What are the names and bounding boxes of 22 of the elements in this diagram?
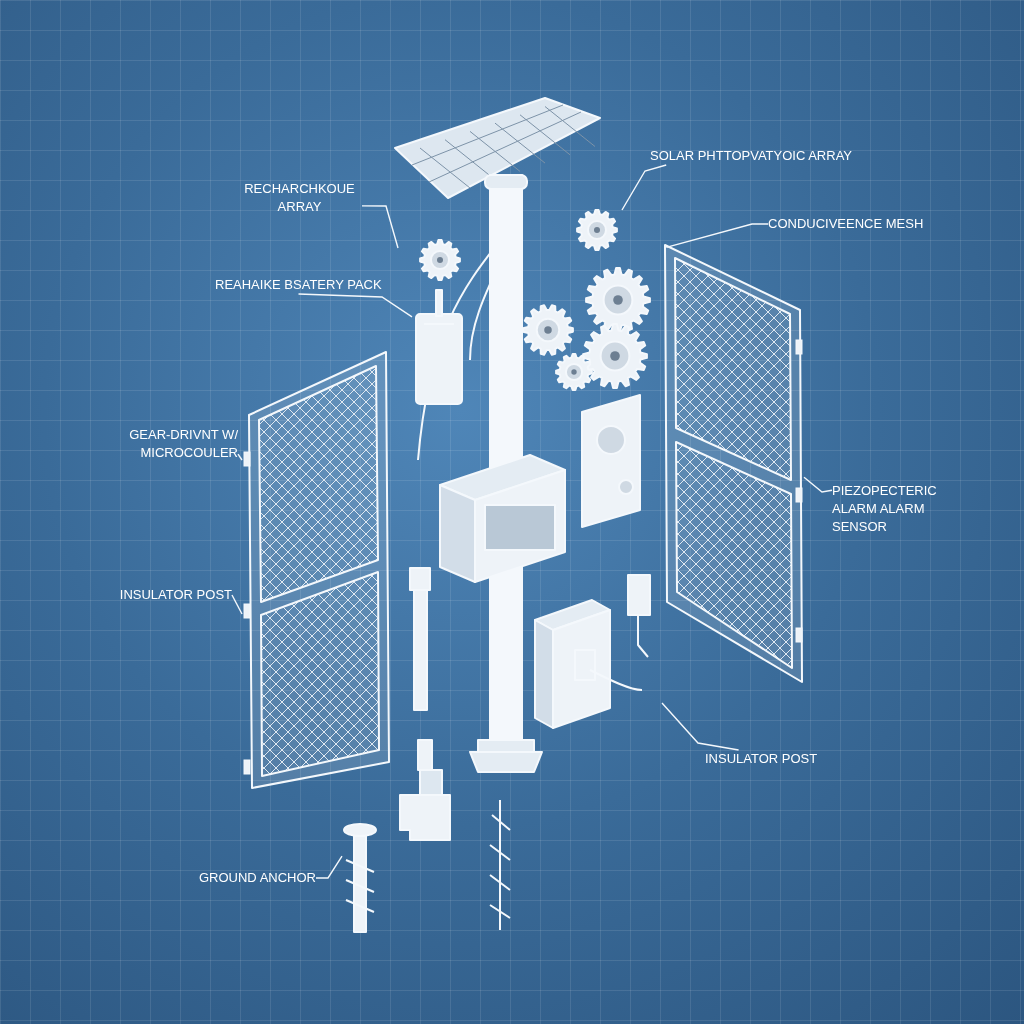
leader-line bbox=[803, 476, 833, 493]
fence-panel-drawing bbox=[242, 350, 392, 790]
ground-anchor-drawing bbox=[342, 822, 378, 936]
part-label: RECHARCHKOUE ARRAY bbox=[237, 180, 362, 217]
leader-line bbox=[621, 164, 667, 211]
part-label: SOLAR PHTTOPVATYOIC ARRAY bbox=[650, 147, 853, 166]
leader-line bbox=[315, 855, 343, 879]
part-label: CONDUCIVEENCE MESH bbox=[768, 215, 924, 234]
part-label: REAHAIKE BSATERY PACK bbox=[215, 276, 382, 295]
leader-line bbox=[231, 594, 243, 615]
fence-panel-drawing bbox=[662, 243, 804, 685]
part-label: INSULATOR POST bbox=[119, 586, 232, 605]
part-label: PIEZOPECTERIC ALARM ALARM SENSOR bbox=[832, 482, 954, 537]
part-label: GEAR-DRIVNT W/ MICROCOULER bbox=[98, 426, 238, 463]
leader-line bbox=[665, 223, 769, 249]
leader-line bbox=[661, 702, 740, 751]
part-label: GROUND ANCHOR bbox=[199, 869, 316, 888]
battery-pack-drawing bbox=[412, 288, 466, 408]
leader-line bbox=[361, 205, 399, 249]
leader-line bbox=[237, 453, 243, 461]
leader-line bbox=[297, 293, 413, 318]
part-label: INSULATOR POST bbox=[705, 750, 818, 769]
